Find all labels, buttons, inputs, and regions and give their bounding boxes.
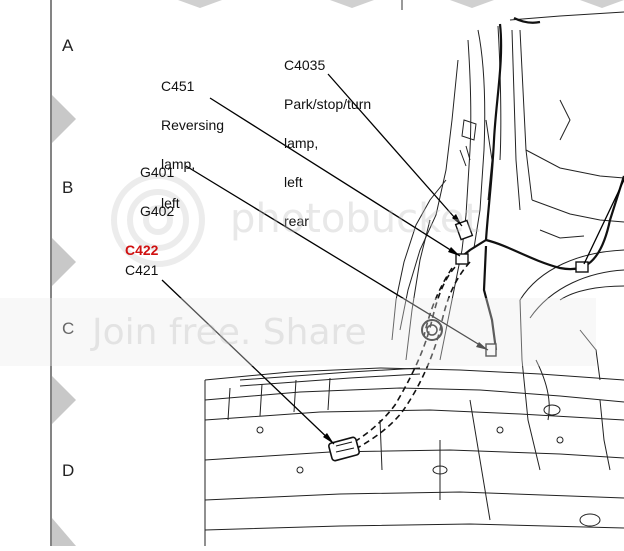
watermark-logo — [111, 173, 205, 267]
leader-lines — [161, 73, 489, 445]
ground-g401 — [485, 343, 497, 357]
callout-c4035: C4035 Park/stop/turn lamp, left rear — [284, 33, 371, 254]
callout-g401: G401 G402 — [140, 140, 174, 244]
connector-c4035 — [454, 219, 474, 241]
zone-arrow-4 — [52, 518, 76, 546]
zone-letter-a: A — [62, 36, 74, 55]
g401-code: G401 — [140, 164, 175, 180]
body-structure — [204, 11, 624, 546]
c4035-desc-1: Park/stop/turn — [284, 96, 372, 112]
c4035-desc-3: left — [284, 174, 303, 190]
leader-c4035 — [327, 73, 463, 227]
top-tab-4 — [580, 0, 624, 8]
arrow-c4035 — [452, 214, 462, 226]
connector-c451 — [455, 253, 469, 265]
zone-letter-d: D — [62, 461, 75, 480]
callout-c422: C422 — [125, 242, 159, 258]
zone-letter-c: C — [62, 319, 75, 338]
leader-c421 — [161, 279, 335, 445]
c4035-code: C4035 — [284, 57, 326, 73]
watermark-tagline: Join free. Share — [92, 312, 367, 353]
callout-c451: C451 Reversing lamp, left — [161, 54, 224, 236]
grommet — [421, 319, 443, 341]
leader-arrows — [323, 214, 488, 444]
callout-c421: C421 — [125, 262, 159, 278]
zone-arrow-2 — [52, 238, 76, 286]
c4035-desc-4: rear — [284, 213, 309, 229]
connector-right — [575, 261, 589, 273]
c451-code: C451 — [161, 78, 195, 94]
arrow-c421 — [323, 433, 334, 444]
leader-right — [583, 179, 624, 265]
zone-arrow-3 — [52, 376, 76, 424]
watermark-brand: photobucket — [230, 196, 481, 242]
c451-desc-2: lamp, — [161, 156, 196, 172]
top-tab-1 — [178, 0, 222, 8]
arrow-c451 — [448, 247, 460, 256]
leader-g401 — [185, 165, 489, 351]
wiring-harness — [459, 17, 624, 351]
c4035-desc-2: lamp, — [284, 135, 319, 151]
zone-letter-b: B — [62, 178, 74, 197]
zone-arrow-1 — [52, 95, 76, 143]
leader-c451 — [209, 97, 461, 257]
connector-c421 — [328, 436, 360, 462]
arrow-g401 — [476, 342, 488, 350]
watermark-band — [0, 298, 596, 366]
c451-desc-1: Reversing — [161, 117, 225, 133]
dashed-harness — [339, 259, 471, 455]
c451-desc-3: left — [161, 195, 180, 211]
g402-code: G402 — [140, 203, 175, 219]
top-tab-2 — [330, 0, 374, 8]
top-tab-3 — [450, 0, 494, 8]
